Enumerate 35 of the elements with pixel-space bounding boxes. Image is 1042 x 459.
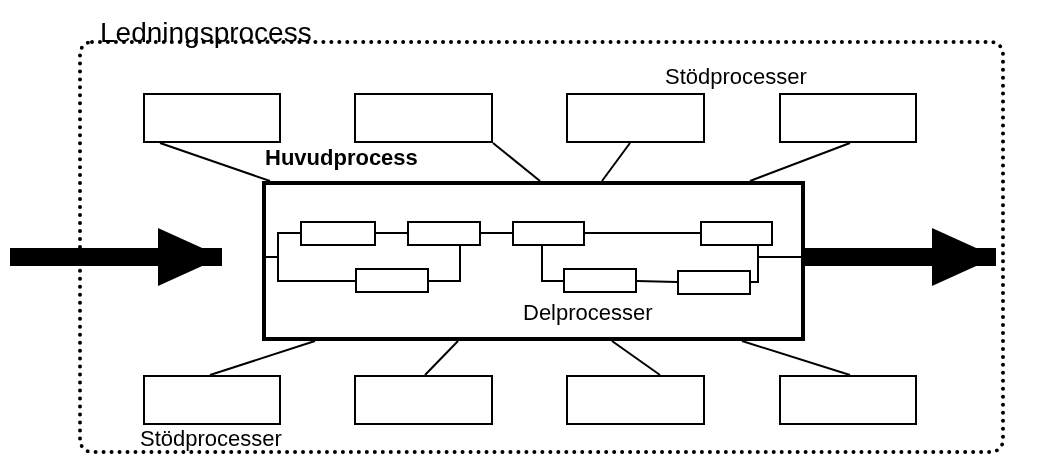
subprocess-box xyxy=(355,268,429,293)
support-process-box xyxy=(566,93,705,143)
connector-line xyxy=(480,232,513,234)
subprocess-box xyxy=(677,270,751,295)
connector-line xyxy=(209,340,316,376)
heading: Huvudprocess xyxy=(265,147,418,169)
connector-line xyxy=(741,340,851,376)
connector-line xyxy=(541,245,564,282)
support-process-box xyxy=(779,375,917,425)
support-process-box xyxy=(354,375,493,425)
connector-line xyxy=(601,142,631,182)
connector-line xyxy=(492,142,541,182)
support-process-box xyxy=(143,375,281,425)
connector-line xyxy=(584,232,701,234)
subprocess-box xyxy=(563,268,637,293)
subprocess-box xyxy=(700,221,773,246)
flow-arrow xyxy=(10,228,222,286)
connector-line xyxy=(749,142,851,182)
connector-line xyxy=(611,340,661,376)
support-process-box xyxy=(779,93,917,143)
connector-line xyxy=(636,280,678,283)
node-label: Delprocesser xyxy=(523,302,653,324)
support-process-box xyxy=(143,93,281,143)
connector-line xyxy=(375,232,408,234)
subprocess-box xyxy=(300,221,376,246)
flow-arrow xyxy=(805,228,996,286)
group-label: Stödprocesser xyxy=(665,66,807,88)
connector-line xyxy=(159,142,271,182)
title-heading: Ledningsprocess xyxy=(100,19,312,47)
support-process-box xyxy=(566,375,705,425)
subprocess-box xyxy=(512,221,585,246)
subprocess-box xyxy=(407,221,481,246)
support-process-box xyxy=(354,93,493,143)
connector-line xyxy=(428,245,461,282)
connector-line xyxy=(424,340,459,376)
